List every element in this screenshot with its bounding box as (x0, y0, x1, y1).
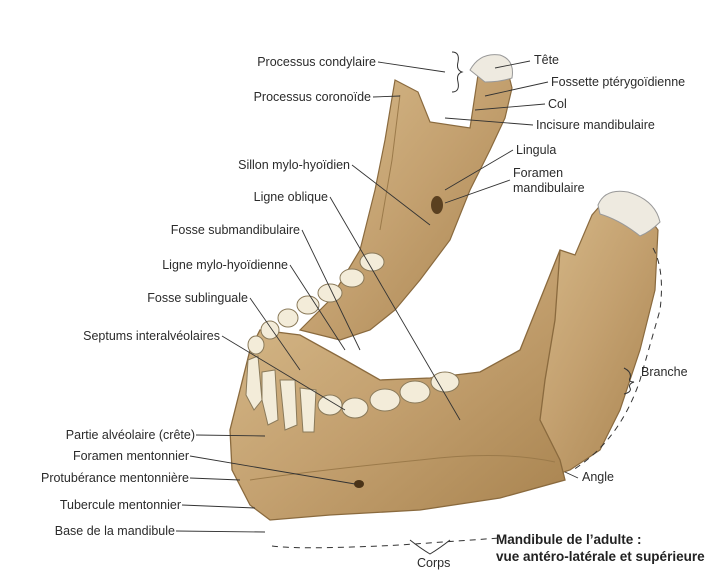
label-tete: Tête (534, 53, 560, 67)
label-ligne-mylo-hyoidienne: Ligne mylo-hyoïdienne (162, 258, 288, 272)
condylar-brace (451, 51, 464, 93)
label-fosse-submandibulaire: Fosse submandibulaire (170, 223, 300, 237)
corps-brace (409, 539, 451, 555)
label-protuberance-mentonniere: Protubérance mentonnière (40, 471, 189, 485)
teeth-near (245, 355, 460, 433)
mandible-body (229, 249, 566, 521)
label-partie-alveolaire: Partie alvéolaire (crête) (65, 428, 195, 442)
label-lingula: Lingula (516, 143, 557, 157)
caption-subtitle: vue antéro-latérale et supérieure (496, 549, 705, 564)
label-processus-condylaire: Processus condylaire (257, 55, 376, 69)
dashed-extents (271, 247, 662, 549)
branche-brace (623, 367, 635, 395)
label-corps: Corps (417, 556, 451, 570)
label-sillon-mylo-hyoidien: Sillon mylo-hyoïdien (238, 158, 350, 172)
label-branche: Branche (641, 365, 688, 379)
label-septums-interalveolaires: Septums interalvéolaires (83, 329, 220, 343)
leader-lines (175, 60, 579, 533)
label-angle: Angle (582, 470, 614, 484)
label-ligne-oblique: Ligne oblique (253, 190, 328, 204)
label-processus-coronoide: Processus coronoïde (253, 90, 371, 104)
label-mandibulaire: mandibulaire (513, 181, 585, 195)
caption-title: Mandibule de l’adulte : (496, 532, 642, 547)
label-col: Col (548, 97, 567, 111)
label-foramen-mentonnier: Foramen mentonnier (72, 449, 189, 463)
label-tubercule-mentonnier: Tubercule mentonnier (59, 498, 181, 512)
label-base-mandibule: Base de la mandibule (54, 524, 175, 538)
condyle-cartilage-right (597, 190, 661, 237)
label-fossette-pterygoidienne: Fossette ptérygoïdienne (551, 75, 686, 89)
condyle-cartilage-left (469, 54, 513, 83)
label-foramen: Foramen (513, 166, 564, 180)
label-incisure-mandibulaire: Incisure mandibulaire (536, 118, 655, 132)
label-fosse-sublinguale: Fosse sublinguale (147, 291, 248, 305)
